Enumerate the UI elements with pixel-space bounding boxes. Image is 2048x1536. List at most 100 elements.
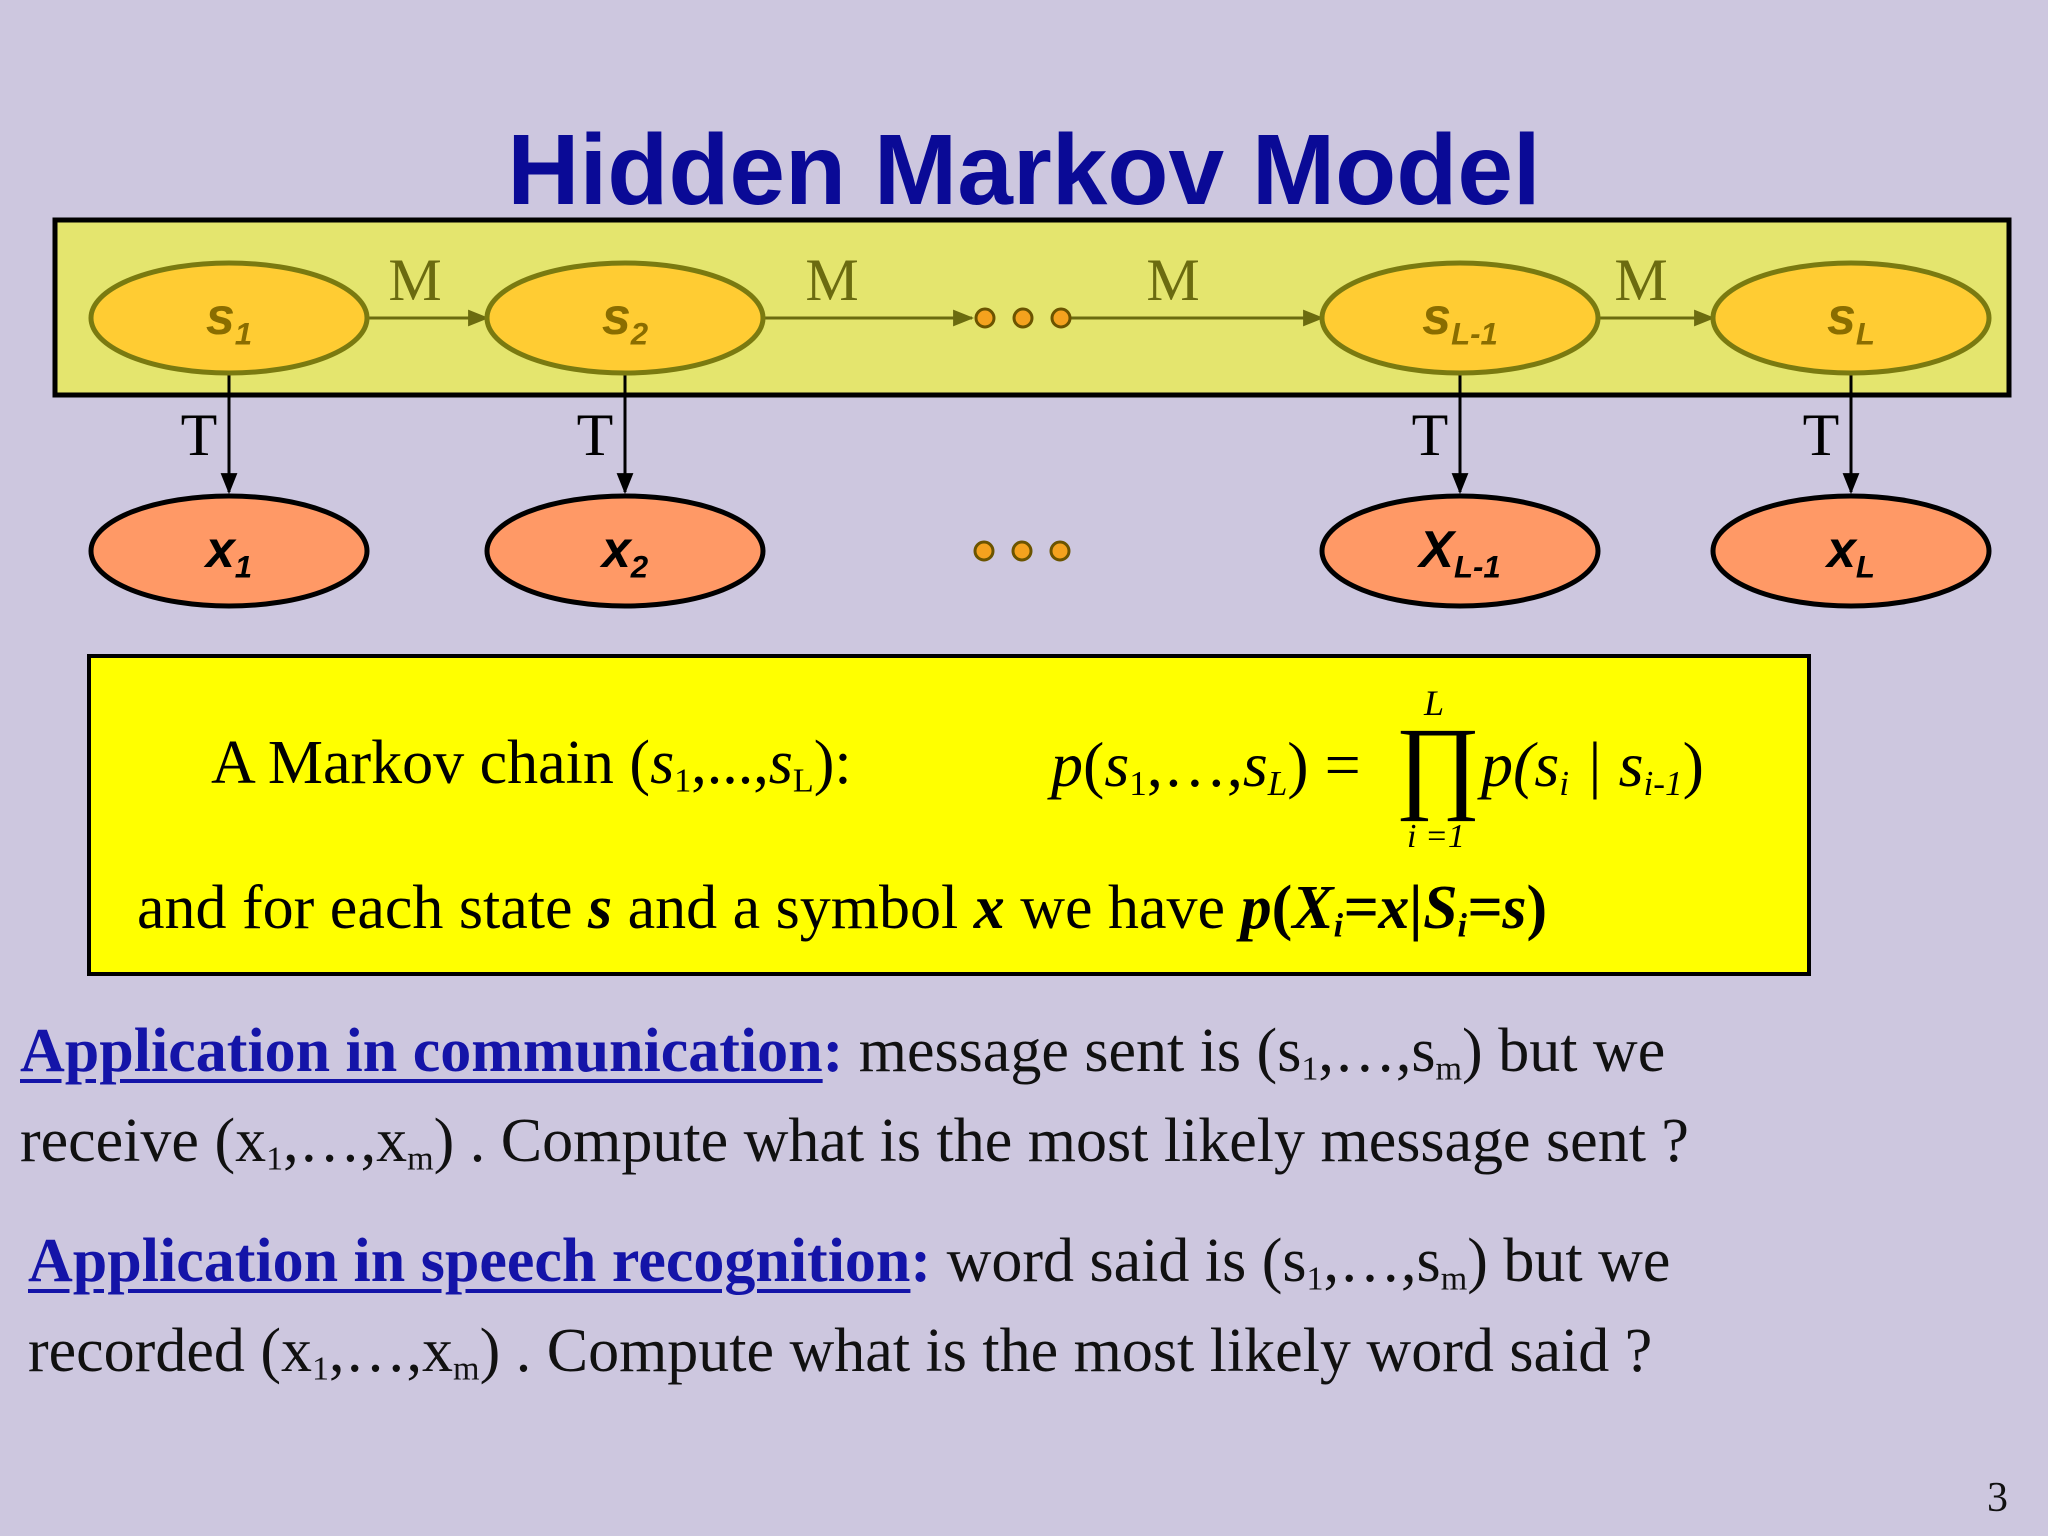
ellipsis: ,…, [1146, 729, 1243, 800]
sub-1: 1 [674, 762, 692, 800]
application-heading: Application in communication [20, 1017, 823, 1085]
product-upper-limit: L [1424, 683, 1445, 723]
observation-label: XL-1 [1416, 521, 1500, 584]
text: ) . Compute what is the most likely word… [479, 1317, 1653, 1385]
hidden-state-label: s2 [602, 288, 649, 351]
application-communication: Application in communication: message se… [20, 1006, 1689, 1186]
product-symbol: ∏ [1395, 707, 1481, 822]
var-x: x [973, 874, 1005, 942]
product-lower-limit: i =1 [1407, 818, 1465, 855]
var-s: s [650, 729, 675, 797]
text: ) but we [1467, 1227, 1671, 1295]
ellipsis-dot [973, 540, 995, 562]
sub-1: 1 [1129, 763, 1147, 803]
text: and a symbol [612, 874, 974, 942]
formula-box: A Markov chain (s1,...,sL): p(s1,…,sL) =… [87, 654, 1811, 976]
ellipsis-dot [1049, 540, 1071, 562]
hidden-state-label: sL-1 [1422, 288, 1498, 351]
sub-i: i [1559, 763, 1569, 803]
ellipsis-dot [1012, 307, 1034, 329]
var-S: S [1423, 874, 1458, 942]
sub-i-minus-1: i-1 [1643, 763, 1683, 803]
hidden-state-node [484, 260, 766, 376]
markov-chain-definition: A Markov chain (s1,...,sL): [211, 728, 852, 799]
text: ) but we [1462, 1017, 1666, 1085]
colon: : [822, 1017, 844, 1085]
text: and for each state [137, 874, 588, 942]
ellipsis-dot [1011, 540, 1033, 562]
sub-L: L [1267, 763, 1288, 803]
emission-definition: and for each state s and a symbol x we h… [137, 873, 1547, 944]
text: ,…,s [1323, 1227, 1441, 1295]
ellipsis-dot [1050, 307, 1072, 329]
var-s: s [768, 729, 793, 797]
var-s: s [1104, 729, 1130, 800]
joint-probability-formula: p(s1,…,sL) = [1051, 728, 1361, 802]
sub-m: m [1440, 1260, 1468, 1298]
hidden-state-node [1710, 260, 1992, 376]
text: ) . Compute what is the most likely mess… [433, 1107, 1689, 1175]
slide-title: Hidden Markov Model [507, 114, 1541, 226]
sub-1: 1 [1301, 1050, 1319, 1088]
text: ,…,s [1318, 1017, 1436, 1085]
sub-m: m [1435, 1050, 1463, 1088]
application-heading: Application in speech recognition [28, 1227, 911, 1295]
transition-label-m: M [805, 247, 858, 313]
text: recorded (x [28, 1317, 312, 1385]
text: ,…,x [329, 1317, 454, 1385]
markov-chain-label: A Markov chain ( [211, 729, 651, 797]
hidden-state-label: sL [1827, 288, 1875, 351]
observation-node [484, 493, 766, 609]
var-p: p [1051, 729, 1083, 800]
emission-label-t: T [1412, 402, 1449, 468]
close-paren: ) [1526, 874, 1548, 942]
sub-1: 1 [312, 1350, 330, 1388]
var-p: p [1240, 874, 1272, 942]
sub-m: m [453, 1350, 480, 1388]
close-paren: ) [1682, 729, 1704, 800]
observation-label: x2 [599, 521, 649, 584]
observation-node [1319, 493, 1601, 609]
observation-label: x1 [203, 521, 252, 584]
application-speech-recognition: Application in speech recognition: word … [28, 1216, 1670, 1396]
ellipsis: ,..., [691, 729, 769, 797]
var-X: X [1292, 874, 1334, 942]
emission-label-t: T [577, 402, 614, 468]
observation-node [1710, 493, 1992, 609]
sub-1: 1 [266, 1140, 284, 1178]
observation-node [88, 493, 370, 609]
given-bar: | s [1569, 729, 1644, 800]
equals: ) = [1287, 729, 1361, 800]
text: message sent is (s [843, 1017, 1302, 1085]
text: receive (x [20, 1107, 267, 1175]
transition-label-m: M [388, 247, 441, 313]
emission-label-t: T [1803, 402, 1840, 468]
transition-label-m: M [1146, 247, 1199, 313]
sub-m: m [407, 1140, 434, 1178]
open-paren: ( [1083, 729, 1105, 800]
hidden-state-node [88, 260, 370, 376]
sub-L: L [792, 762, 814, 800]
text: we have [1004, 874, 1241, 942]
colon: : [910, 1227, 932, 1295]
hidden-state-node [1319, 260, 1601, 376]
open-paren: ( [1271, 874, 1293, 942]
equals-x: =x| [1343, 874, 1424, 942]
ellipsis-dot [974, 307, 996, 329]
text: word said is (s [931, 1227, 1307, 1295]
conditional-term: p(si | si-1) [1481, 728, 1704, 802]
var-s: s [587, 874, 613, 942]
emission-label-t: T [181, 402, 218, 468]
text: ,…,x [283, 1107, 408, 1175]
rhs-p-s: p(s [1481, 729, 1560, 800]
transition-label-m: M [1614, 247, 1667, 313]
var-s: s [1242, 729, 1268, 800]
equals-s: =s [1467, 874, 1527, 942]
hidden-state-label: s1 [206, 288, 252, 351]
close-paren: ): [813, 729, 852, 797]
sub-i: i [1333, 907, 1344, 945]
sub-1: 1 [1306, 1260, 1324, 1298]
sub-i: i [1457, 907, 1468, 945]
page-number: 3 [1987, 1475, 2008, 1521]
